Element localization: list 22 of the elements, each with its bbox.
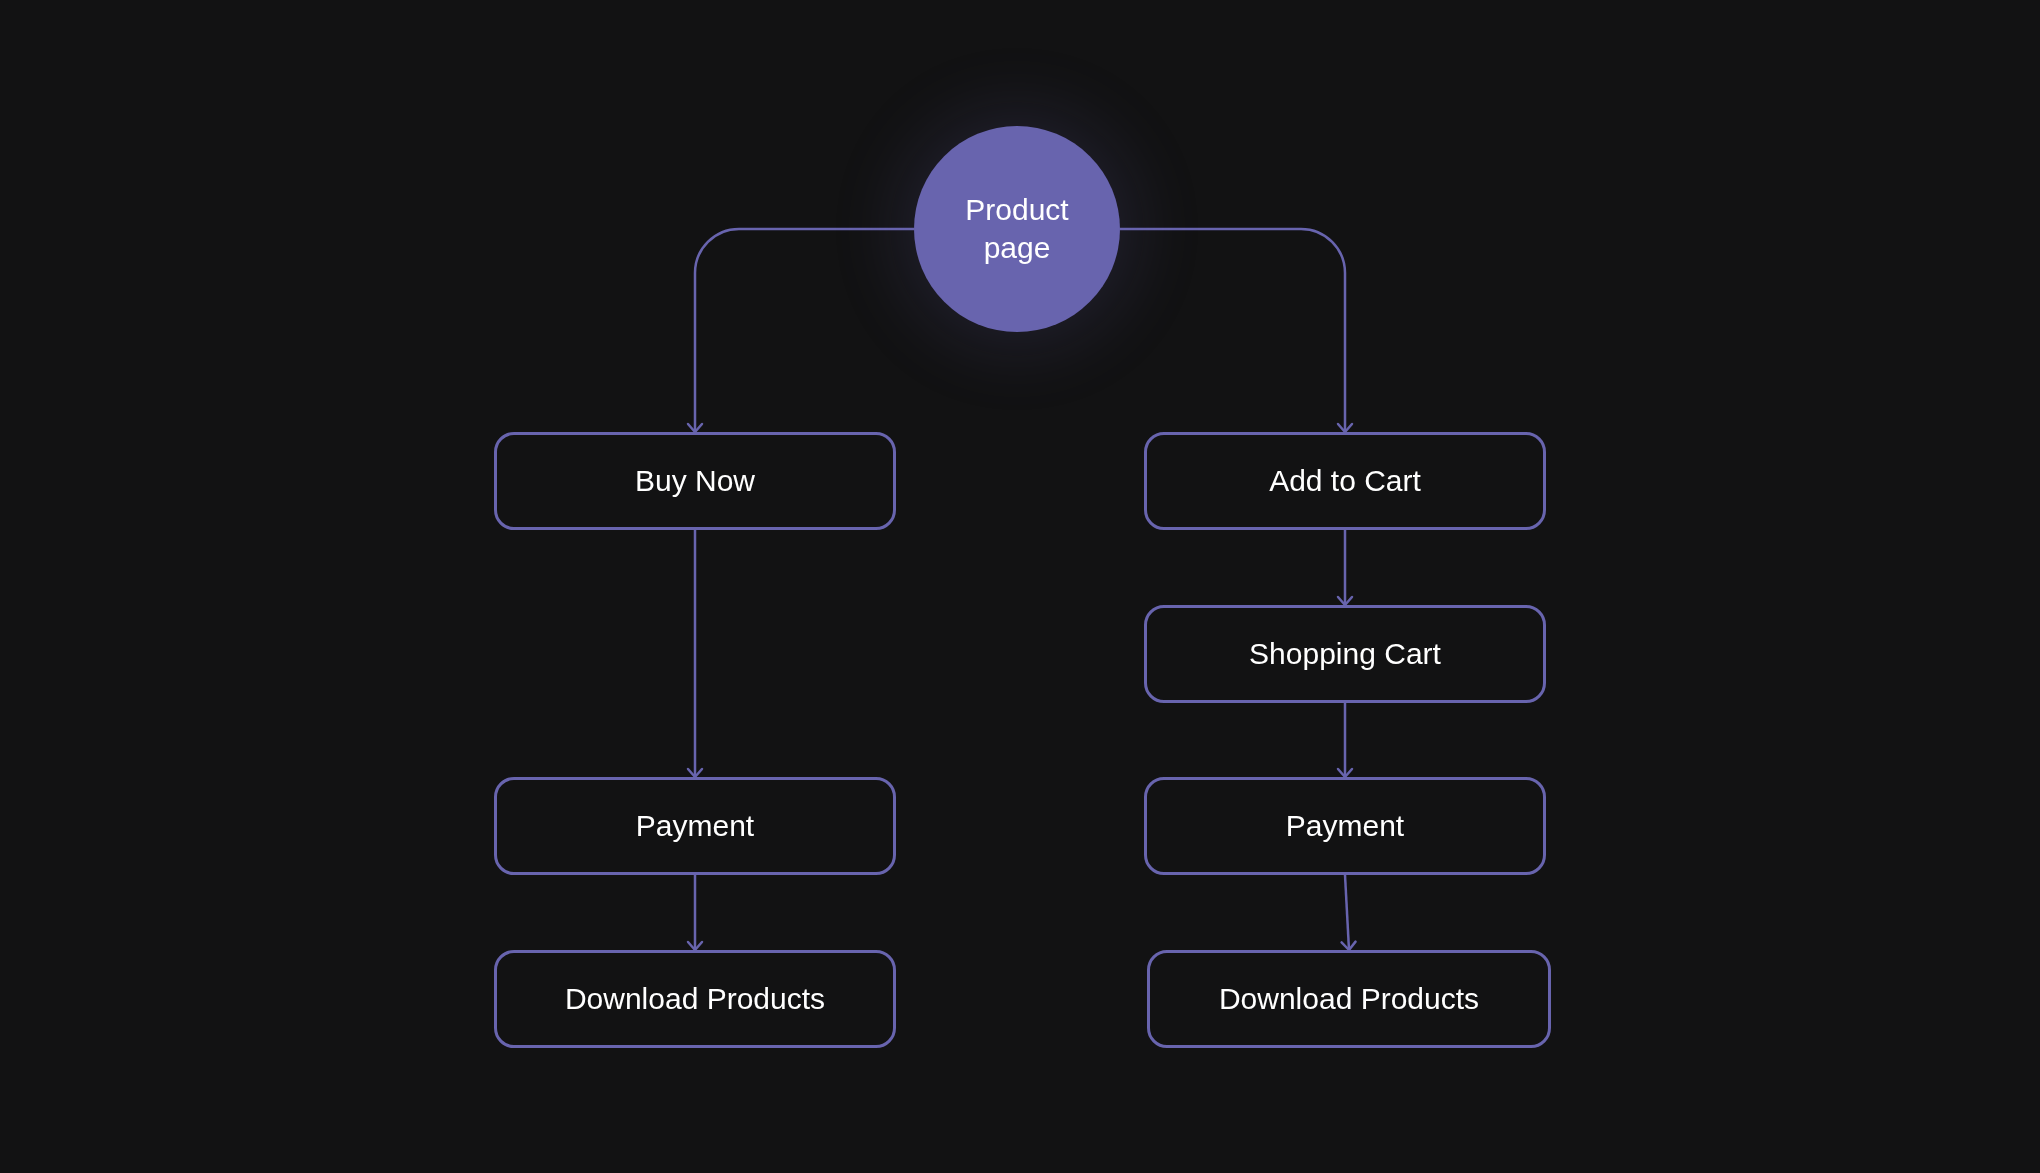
- process-box: [494, 777, 896, 875]
- process-box: [494, 950, 896, 1048]
- arrow: [686, 875, 704, 952]
- arrow: [1340, 874, 1357, 952]
- process-box: [1144, 777, 1546, 875]
- process-box: [1144, 432, 1546, 530]
- process-box: [494, 432, 896, 530]
- node-label: Download Products: [1218, 982, 1480, 1016]
- arrow: [1120, 227, 1354, 434]
- node-label: Payment: [1285, 809, 1405, 843]
- arrow: [1336, 530, 1354, 607]
- process-box: [1147, 950, 1551, 1048]
- process-box: [1144, 605, 1546, 703]
- node-label: Buy Now: [634, 464, 755, 498]
- node-label: Product page: [964, 192, 1070, 266]
- node-label: Payment: [635, 809, 755, 843]
- arrow: [686, 530, 704, 779]
- arrow: [686, 227, 914, 434]
- node-label: Add to Cart: [1269, 464, 1421, 498]
- node-label: Shopping Cart: [1249, 637, 1441, 671]
- arrow: [1336, 703, 1354, 779]
- node-label: Download Products: [564, 982, 826, 1016]
